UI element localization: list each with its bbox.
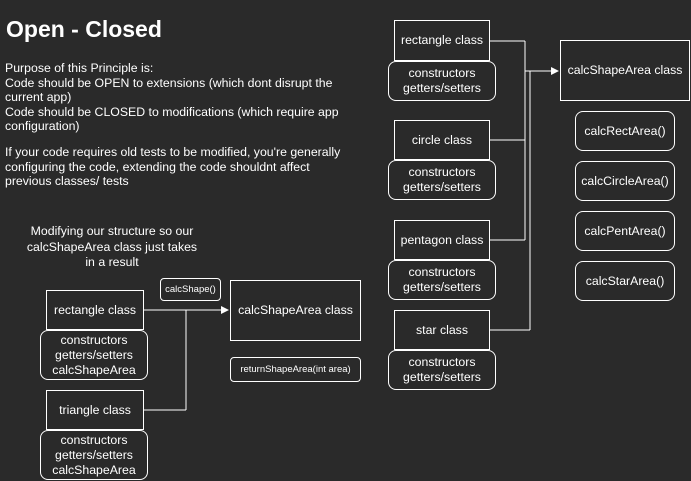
modified-note: Modifying our structure so our calcShape… <box>26 224 198 269</box>
right-pentagon-class-box: pentagon class <box>394 220 490 260</box>
member-label: getters/setters <box>55 347 133 362</box>
right-connectors <box>490 40 559 331</box>
member-label: calcShapeArea <box>52 362 136 377</box>
open-text: Code should be OPEN to extensions (which… <box>5 75 333 105</box>
left-triangle-class-box: triangle class <box>46 390 144 430</box>
left-rectangle-class-box: rectangle class <box>46 290 144 330</box>
right-star-class-box: star class <box>394 310 490 350</box>
intro-text: Purpose of this Principle is: Code shoul… <box>5 61 350 134</box>
member-label: getters/setters <box>403 280 481 294</box>
right-star-members-box: constructors getters/setters <box>388 350 496 390</box>
left-connectors <box>144 306 229 411</box>
member-label: constructors <box>408 265 476 279</box>
member-label: constructors <box>60 332 128 347</box>
left-calcshapearea-class-box: calcShapeArea class <box>230 280 361 341</box>
member-label: constructors <box>60 432 128 447</box>
right-pentagon-members-box: constructors getters/setters <box>388 260 496 300</box>
calc-pent-area-method: calcPentArea() <box>575 211 675 251</box>
member-label: constructors <box>408 165 476 179</box>
member-label: getters/setters <box>55 447 133 462</box>
calc-shape-label: calcShape() <box>160 278 221 301</box>
return-shape-area-method: returnShapeArea(int area) <box>230 357 361 382</box>
right-circle-members-box: constructors getters/setters <box>388 160 496 200</box>
member-label: getters/setters <box>403 180 481 194</box>
purpose-heading: Purpose of this Principle is: <box>5 61 154 75</box>
member-label: constructors <box>408 355 476 369</box>
member-label: constructors <box>408 66 476 80</box>
page-title: Open - Closed <box>6 16 162 42</box>
right-circle-class-box: circle class <box>394 120 490 160</box>
tests-note: If your code requires old tests to be mo… <box>5 145 341 188</box>
right-rectangle-members-box: constructors getters/setters <box>388 61 496 101</box>
right-calcshapearea-class-box: calcShapeArea class <box>560 40 690 101</box>
member-label: getters/setters <box>403 370 481 384</box>
right-rectangle-class-box: rectangle class <box>394 20 490 61</box>
calc-circle-area-method: calcCircleArea() <box>575 161 675 201</box>
left-triangle-members-box: constructors getters/setters calcShapeAr… <box>40 430 148 480</box>
member-label: getters/setters <box>403 81 481 95</box>
calc-rect-area-method: calcRectArea() <box>575 111 675 151</box>
left-rectangle-members-box: constructors getters/setters calcShapeAr… <box>40 330 148 380</box>
calc-star-area-method: calcStarArea() <box>575 261 675 301</box>
member-label: calcShapeArea <box>52 462 136 477</box>
closed-text: Code should be CLOSED to modifications (… <box>5 104 339 134</box>
